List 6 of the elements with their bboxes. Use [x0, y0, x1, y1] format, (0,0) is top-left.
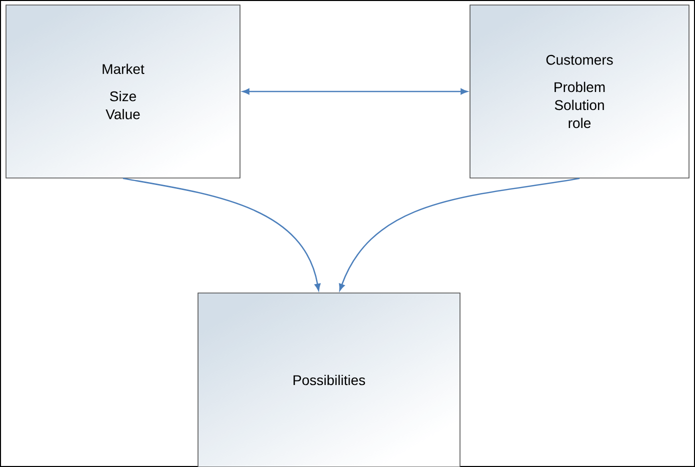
box: Market Size Value	[6, 4, 240, 178]
arrow	[339, 178, 580, 291]
arrow	[242, 88, 468, 94]
box: Customers Problem Solution role	[470, 4, 690, 178]
box: Possibilities	[198, 292, 460, 467]
arrow	[122, 178, 321, 291]
